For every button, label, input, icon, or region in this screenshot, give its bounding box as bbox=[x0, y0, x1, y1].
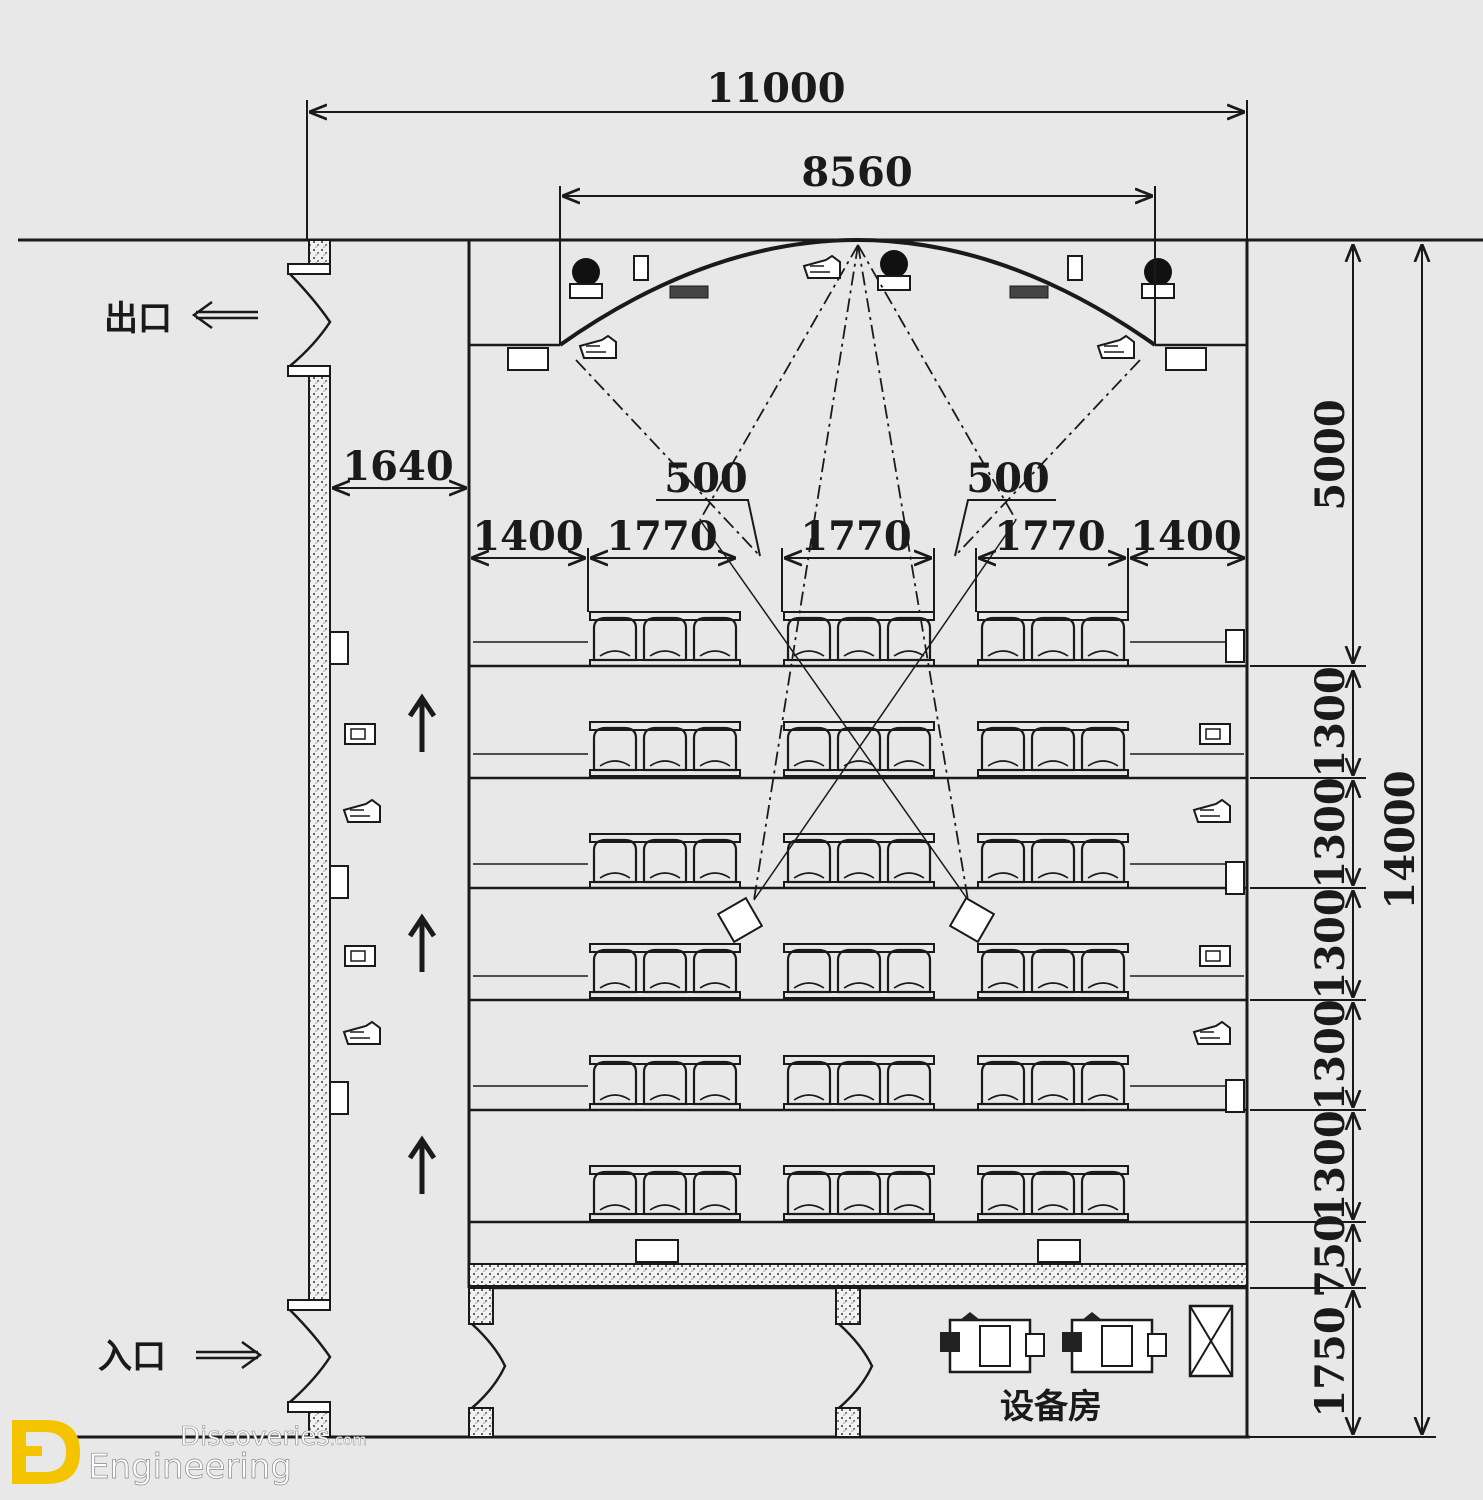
dim-row-3: 1300 bbox=[1307, 888, 1354, 999]
dim-total-width: 11000 bbox=[706, 65, 845, 112]
side-fixtures bbox=[329, 629, 1245, 1263]
brand-text-top: Discoveries bbox=[180, 1422, 330, 1452]
dim-screen-width: 8560 bbox=[801, 149, 912, 196]
entrance-door bbox=[289, 1309, 332, 1403]
dim-row-1: 1300 bbox=[1307, 666, 1354, 777]
brand-logo bbox=[12, 1420, 80, 1484]
dim-rear-strip: 750 bbox=[1307, 1214, 1354, 1298]
projector-equipment bbox=[940, 1304, 1234, 1378]
dimension-lines bbox=[306, 100, 1436, 1438]
dim-front-depth: 5000 bbox=[1307, 399, 1354, 510]
dim-block-left: 1770 bbox=[606, 513, 717, 560]
dim-total-depth: 14000 bbox=[1377, 770, 1424, 909]
dim-block-right: 1770 bbox=[994, 513, 1105, 560]
rear-speakers bbox=[716, 896, 996, 944]
equipment-door-right bbox=[838, 1323, 874, 1409]
cross-lines bbox=[699, 519, 1017, 901]
entrance-label: 入口 bbox=[98, 1337, 166, 1377]
dim-block-center: 1770 bbox=[800, 513, 911, 560]
dim-side-gap-left: 1400 bbox=[472, 513, 583, 560]
dim-row-2: 1300 bbox=[1307, 777, 1354, 888]
dim-aisle-width: 1640 bbox=[342, 443, 453, 490]
brand-text-suffix: .com bbox=[330, 1431, 367, 1449]
screen-arc bbox=[558, 238, 1157, 347]
aisle-arrows bbox=[407, 693, 437, 1194]
dim-side-gap-right: 1400 bbox=[1130, 513, 1241, 560]
entrance-arrow-icon bbox=[196, 1340, 263, 1370]
equipment-room-label: 设备房 bbox=[1000, 1387, 1102, 1427]
walls bbox=[18, 238, 1483, 1439]
equipment-door-left bbox=[471, 1323, 507, 1409]
dim-offset-right: 500 bbox=[966, 455, 1050, 502]
exit-label: 出口 bbox=[104, 299, 172, 339]
exit-arrow-icon bbox=[191, 300, 258, 330]
sight-lines bbox=[575, 244, 1141, 901]
dim-equipment-depth: 1750 bbox=[1307, 1306, 1354, 1417]
dim-row-5: 1300 bbox=[1307, 1110, 1354, 1221]
stage-speakers bbox=[507, 250, 1207, 371]
brand-text-bottom: Engineering bbox=[88, 1447, 292, 1487]
dim-row-4: 1300 bbox=[1307, 999, 1354, 1110]
dim-offset-left: 500 bbox=[664, 455, 748, 502]
exit-door bbox=[289, 273, 332, 367]
seating bbox=[588, 610, 1130, 1222]
